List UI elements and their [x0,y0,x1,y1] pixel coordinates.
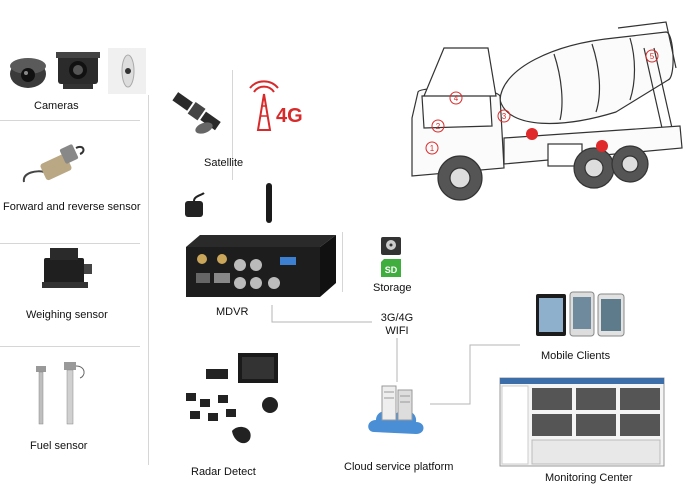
network-label-line1: 3G/4G [380,312,414,324]
truck-marker-3: 3 [502,112,507,121]
gps-antenna-icon [185,192,205,217]
sd-card-text: SD [385,265,398,275]
mdvr-label: MDVR [216,306,249,318]
mini-camera-icon [108,48,146,94]
wifi-antenna-icon [266,183,272,223]
separator-cameras [0,120,140,121]
cameras-label: Cameras [34,100,79,112]
separator-weighing [0,346,140,347]
satellite-label: Satellite [204,157,244,169]
sd-card-icon: SD [381,259,401,277]
cloud-platform-label: Cloud service platform [344,461,454,473]
left-column-divider [148,95,149,465]
mobile-devices-icon [536,291,625,337]
forward-reverse-sensor-label: Forward and reverse sensor [3,201,141,213]
truck-marker-1: 1 [430,144,435,153]
rotation-sensor-icon [22,144,85,183]
storage-label: Storage [373,282,412,294]
monitoring-center-label: Monitoring Center [545,472,633,484]
dome-camera-icon [10,58,46,88]
truck-marker-4: 4 [454,94,459,103]
box-camera-icon [56,52,100,89]
monitoring-screen-icon [499,377,665,467]
center-top-divider [232,70,233,180]
truck-marker-2: 2 [436,122,441,131]
satellite-icon [172,92,221,134]
mixer-truck-illustration: 1 2 3 4 5 [411,21,683,201]
cloud-server-icon [368,385,424,434]
weighing-sensor-icon [42,248,92,288]
radar-detect-label: Radar Detect [191,466,256,478]
weighing-sensor-label: Weighing sensor [26,309,108,321]
radar-kit-icon [186,353,278,444]
truck-marker-5: 5 [650,52,655,61]
storage-divider [342,232,343,292]
network-label: 3G/4G WIFI [372,312,422,338]
cellular-4g-text: 4G [276,105,303,127]
network-label-line2: WIFI [385,325,409,337]
mobile-clients-label: Mobile Clients [541,350,611,362]
fuel-sensor-icon [36,362,85,425]
mdvr-device-icon [186,235,336,297]
hard-drive-icon [381,237,401,255]
fuel-sensor-label: Fuel sensor [30,440,88,452]
separator-forward [0,243,140,244]
cellular-tower-icon: 4G [249,80,303,131]
